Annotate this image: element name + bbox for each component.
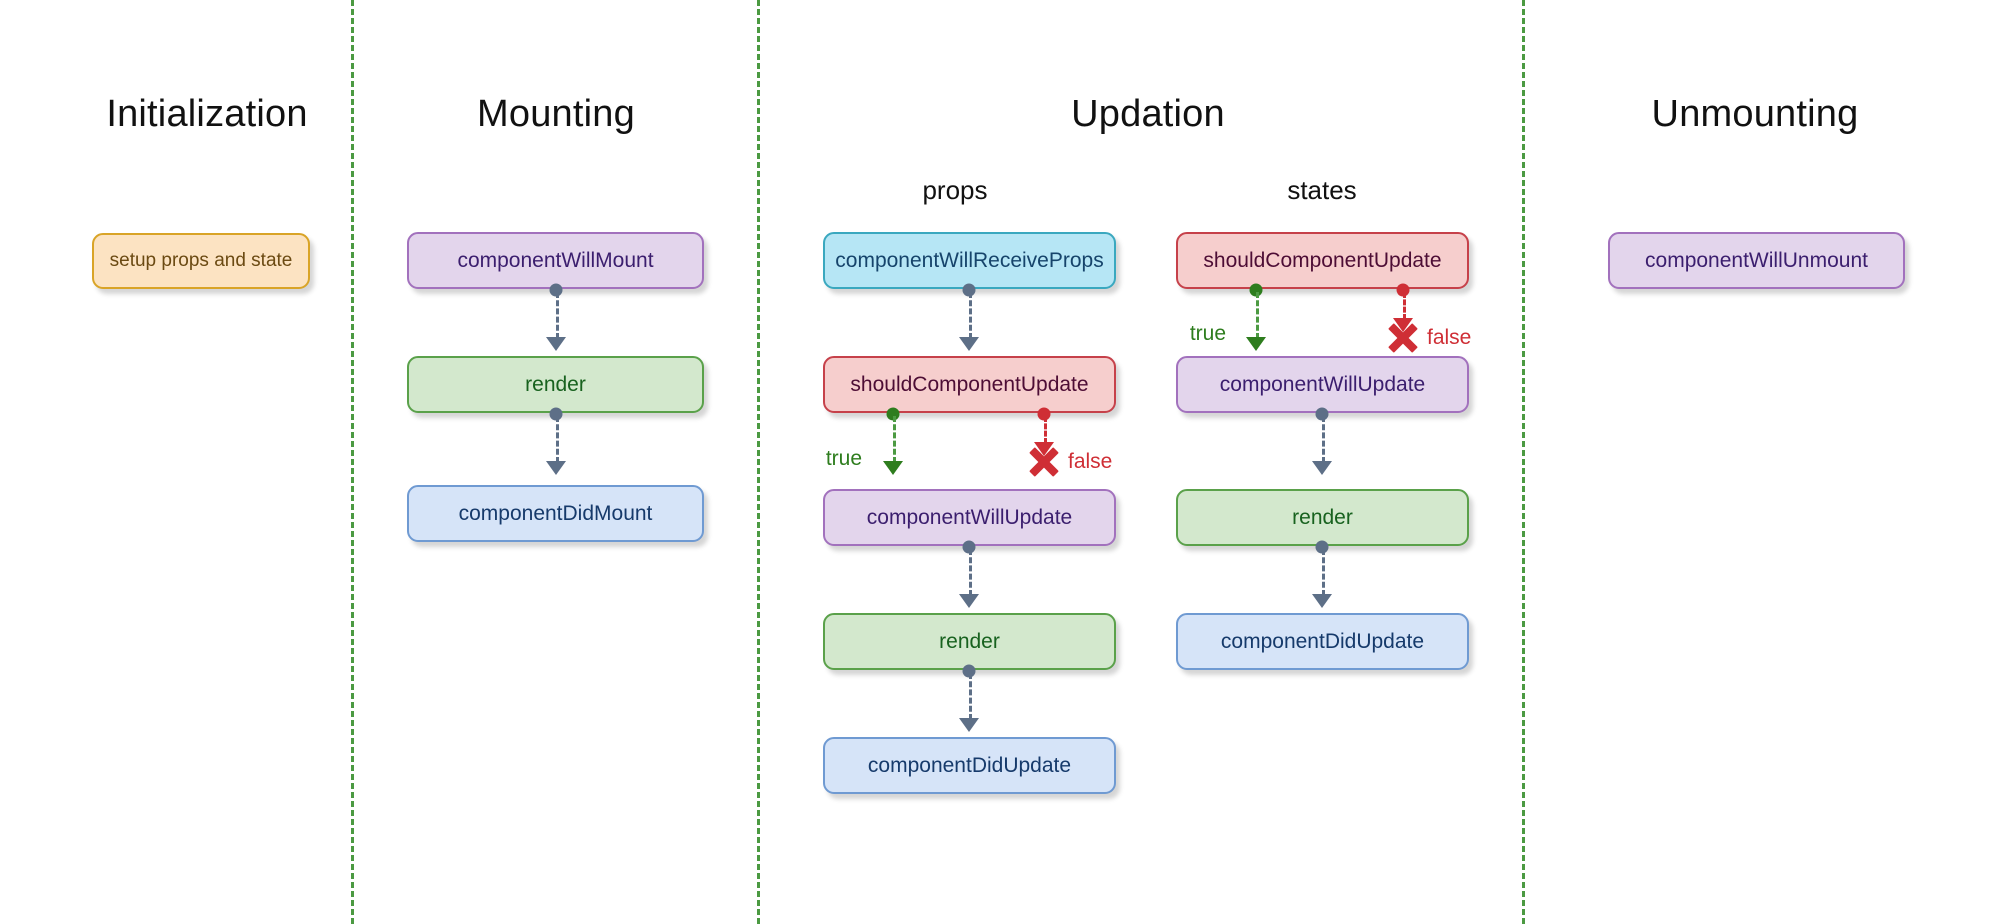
- connector-arrowhead: [1312, 594, 1332, 608]
- connector-receive-props-to-should-update: [969, 292, 972, 339]
- connector-will-update-to-render-states: [1322, 416, 1325, 463]
- connector-render-to-did-update-states: [1322, 549, 1325, 596]
- decision-true-dot: [886, 407, 900, 421]
- branch-label-props-true: true: [825, 447, 862, 470]
- column-title-unmounting: Unmounting: [1651, 93, 1859, 135]
- node-setup-props-and-state[interactable]: setup props and state: [92, 233, 310, 289]
- connector-source-dot: [549, 283, 563, 297]
- connector-arrowhead: [959, 594, 979, 608]
- node-should-component-update-states[interactable]: shouldComponentUpdate: [1176, 232, 1469, 289]
- connector-source-dot: [549, 407, 563, 421]
- connector-source-dot: [962, 664, 976, 678]
- node-component-will-update-props[interactable]: componentWillUpdate: [823, 489, 1116, 546]
- false-stop-x-icon: [1024, 442, 1064, 482]
- decision-true-dot: [1249, 283, 1263, 297]
- connector-arrowhead: [546, 461, 566, 475]
- connector-props-true-branch: [893, 416, 896, 463]
- connector-source-dot: [962, 540, 976, 554]
- connector-arrowhead: [546, 337, 566, 351]
- node-component-will-mount[interactable]: componentWillMount: [407, 232, 704, 289]
- branch-label-states-false: false: [1427, 326, 1472, 349]
- connector-will-update-to-render-props: [969, 549, 972, 596]
- connector-arrowhead: [959, 718, 979, 732]
- branch-label-states-true: true: [1189, 322, 1226, 345]
- connector-arrowhead: [1312, 461, 1332, 475]
- connector-states-true-branch: [1256, 292, 1259, 339]
- connector-arrowhead-true: [883, 461, 903, 475]
- branch-label-props-false: false: [1068, 450, 1113, 473]
- column-title-initialization: Initialization: [106, 93, 308, 135]
- column-title-mounting: Mounting: [477, 93, 635, 135]
- connector-source-dot: [1315, 407, 1329, 421]
- node-component-will-update-states[interactable]: componentWillUpdate: [1176, 356, 1469, 413]
- connector-arrowhead: [959, 337, 979, 351]
- column-divider-1: [351, 0, 354, 924]
- decision-false-dot: [1396, 283, 1410, 297]
- column-divider-3: [1522, 0, 1525, 924]
- node-render-states[interactable]: render: [1176, 489, 1469, 546]
- node-component-will-receive-props[interactable]: componentWillReceiveProps: [823, 232, 1116, 289]
- connector-props-false-branch: [1044, 416, 1047, 444]
- connector-states-false-branch: [1403, 292, 1406, 320]
- decision-false-dot: [1037, 407, 1051, 421]
- subcolumn-title-states: states: [1287, 175, 1357, 205]
- node-render-mounting[interactable]: render: [407, 356, 704, 413]
- node-component-did-mount[interactable]: componentDidMount: [407, 485, 704, 542]
- node-component-did-update-props[interactable]: componentDidUpdate: [823, 737, 1116, 794]
- node-should-component-update-props[interactable]: shouldComponentUpdate: [823, 356, 1116, 413]
- connector-arrowhead-true: [1246, 337, 1266, 351]
- connector-source-dot: [1315, 540, 1329, 554]
- connector-source-dot: [962, 283, 976, 297]
- column-title-updation: Updation: [1071, 93, 1225, 135]
- node-component-did-update-states[interactable]: componentDidUpdate: [1176, 613, 1469, 670]
- node-component-will-unmount[interactable]: componentWillUnmount: [1608, 232, 1905, 289]
- connector-will-mount-to-render: [556, 292, 559, 339]
- subcolumn-title-props: props: [922, 175, 988, 205]
- column-divider-2: [757, 0, 760, 924]
- connector-render-to-did-update-props: [969, 673, 972, 720]
- node-render-props[interactable]: render: [823, 613, 1116, 670]
- connector-render-to-did-mount: [556, 416, 559, 463]
- false-stop-x-icon: [1383, 318, 1423, 358]
